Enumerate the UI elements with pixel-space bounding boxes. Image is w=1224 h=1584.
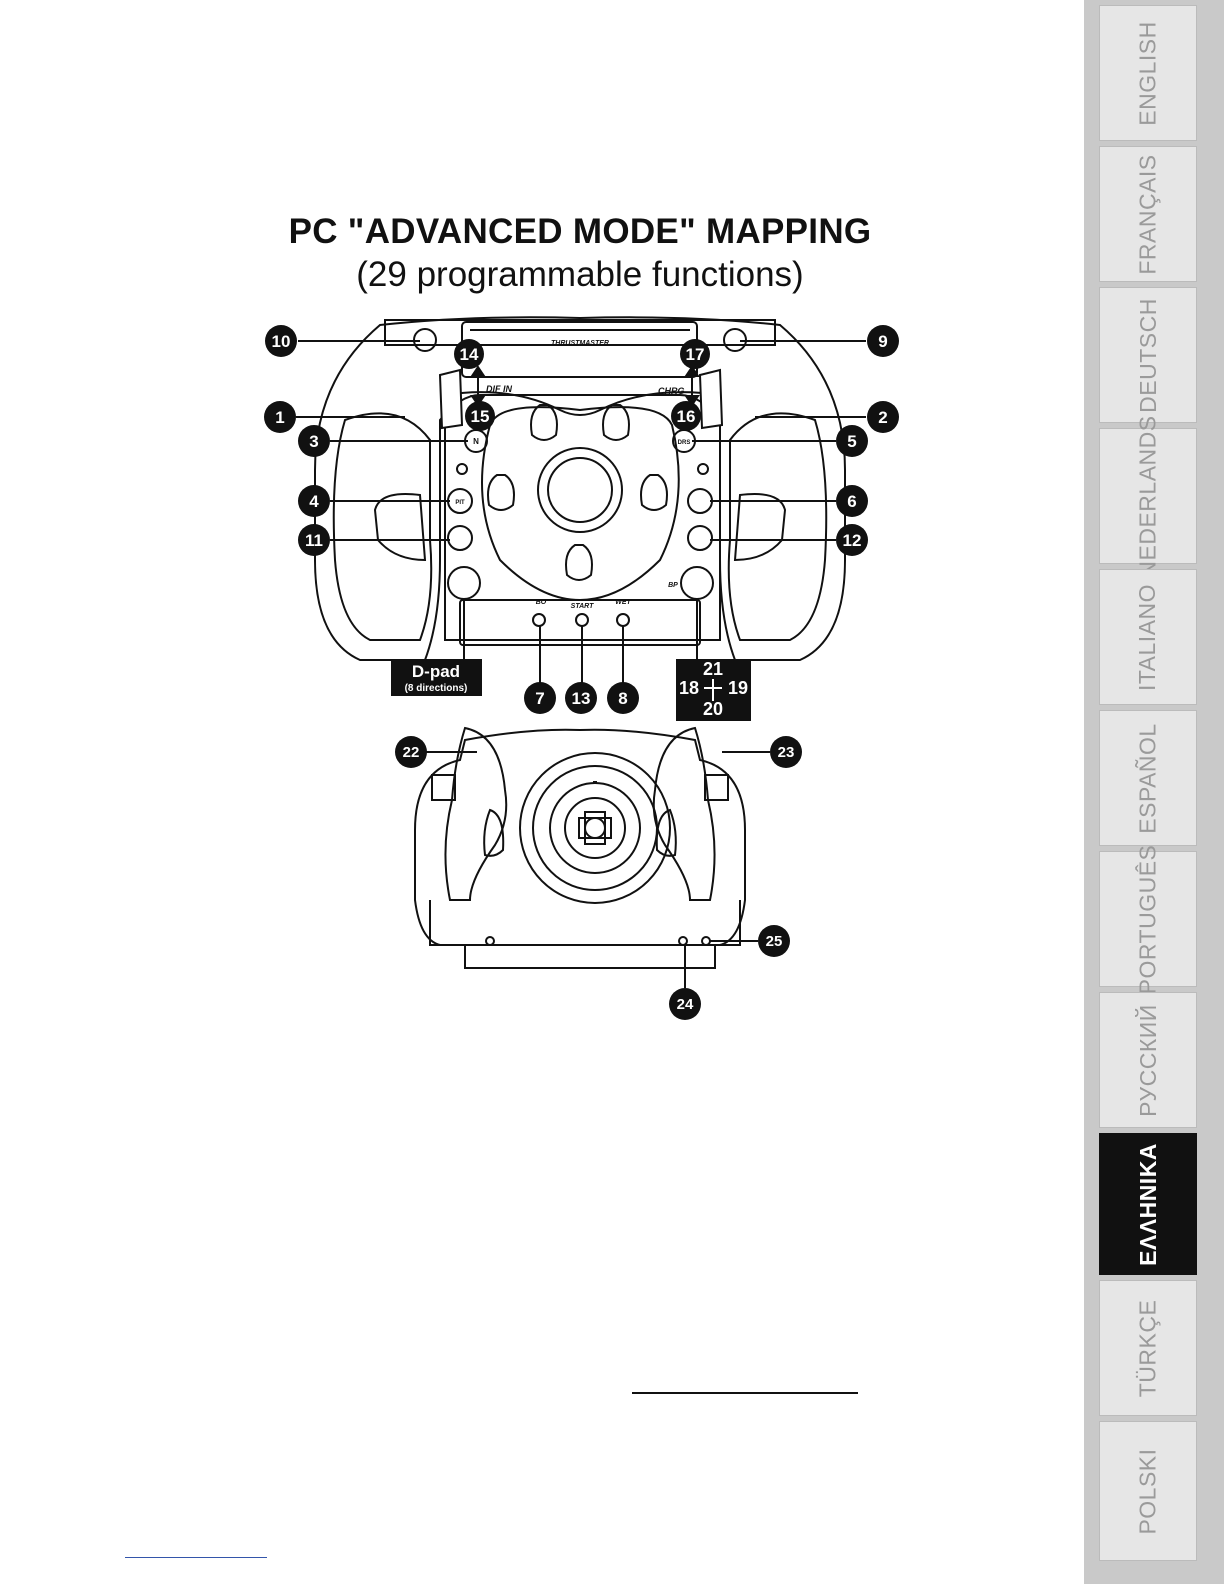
svg-text:25: 25 <box>766 933 783 950</box>
callout-1: 1 <box>264 401 296 433</box>
label-chrg: CHRG <box>658 386 685 396</box>
wheel-rear-view <box>415 728 745 968</box>
svg-text:7: 7 <box>535 689 544 708</box>
lang-tab-italiano[interactable]: ITALIANO <box>1099 569 1197 705</box>
callout-10: 10 <box>265 325 297 357</box>
dpad-title: D-pad <box>412 662 460 681</box>
svg-text:2: 2 <box>878 408 887 427</box>
svg-text:1: 1 <box>275 408 284 427</box>
callout-3: 3 <box>298 425 330 457</box>
callout-11: 11 <box>298 524 330 556</box>
lang-tab-polski[interactable]: POLSKI <box>1099 1421 1197 1561</box>
button-pit-glyph: PIT <box>455 500 465 506</box>
svg-text:9: 9 <box>878 332 887 351</box>
lang-tab-deutsch[interactable]: DEUTSCH <box>1099 287 1197 423</box>
svg-text:16: 16 <box>677 407 696 426</box>
lang-tab-russkiy[interactable]: РУССКИЙ <box>1099 992 1197 1128</box>
callout-14: 14 <box>454 339 484 369</box>
label-bo: BO <box>536 599 547 606</box>
lang-tab-espanol[interactable]: ESPAÑOL <box>1099 710 1197 846</box>
dpad-box: D-pad (8 directions) <box>391 659 482 696</box>
lang-tab-francais[interactable]: FRANÇAIS <box>1099 146 1197 282</box>
svg-text:11: 11 <box>305 531 323 550</box>
callout-13: 13 <box>565 682 597 714</box>
callout-6: 6 <box>836 485 868 517</box>
callout-5: 5 <box>836 425 868 457</box>
callout-15: 15 <box>465 401 495 431</box>
lang-tab-ellinika[interactable]: ΕΛΛΗΝΙΚΑ <box>1099 1133 1197 1275</box>
label-dif-in: DIF IN <box>486 384 512 394</box>
callout-17: 17 <box>680 339 710 369</box>
label-wet: WET <box>615 599 631 606</box>
callout-7: 7 <box>524 682 556 714</box>
svg-text:13: 13 <box>572 689 591 708</box>
lang-tab-turkce[interactable]: TÜRKÇE <box>1099 1280 1197 1416</box>
hat-left: 18 <box>679 678 699 698</box>
svg-text:22: 22 <box>403 744 420 761</box>
svg-text:24: 24 <box>677 996 694 1013</box>
dpad-subtitle: (8 directions) <box>405 683 468 694</box>
callout-9: 9 <box>867 325 899 357</box>
button-drs-glyph: DRS <box>678 440 691 446</box>
svg-text:17: 17 <box>686 345 705 364</box>
lang-tab-english[interactable]: ENGLISH <box>1099 5 1197 141</box>
svg-text:10: 10 <box>272 332 291 351</box>
svg-text:12: 12 <box>843 531 862 550</box>
label-bp: BP <box>668 582 678 589</box>
svg-text:6: 6 <box>847 492 856 511</box>
lang-tab-portugues[interactable]: PORTUGUÊS <box>1099 851 1197 987</box>
hat-box: 21 18 19 20 <box>676 659 751 721</box>
callout-23: 23 <box>770 736 802 768</box>
callout-2: 2 <box>867 401 899 433</box>
svg-text:5: 5 <box>847 432 856 451</box>
svg-text:15: 15 <box>471 407 490 426</box>
hat-right: 19 <box>728 678 748 698</box>
callout-4: 4 <box>298 485 330 517</box>
svg-text:8: 8 <box>618 689 627 708</box>
lang-tab-nederlands[interactable]: NEDERLANDS <box>1099 428 1197 564</box>
button-n-glyph: N <box>473 437 479 446</box>
svg-text:4: 4 <box>309 492 319 511</box>
label-start: START <box>571 603 594 610</box>
callout-12: 12 <box>836 524 868 556</box>
callout-8: 8 <box>607 682 639 714</box>
callout-24: 24 <box>669 988 701 1020</box>
callout-22: 22 <box>395 736 427 768</box>
callouts-rear: 22 23 25 24 <box>395 736 802 1020</box>
footer-rule <box>125 1557 267 1558</box>
hat-up: 21 <box>703 659 723 679</box>
callout-25: 25 <box>758 925 790 957</box>
hat-down: 20 <box>703 699 723 719</box>
svg-text:14: 14 <box>460 345 479 364</box>
svg-text:23: 23 <box>778 744 795 761</box>
callout-16: 16 <box>671 401 701 431</box>
svg-text:3: 3 <box>309 432 318 451</box>
underline-rule <box>632 1392 858 1394</box>
brand-logo-text: THRUSTMASTER <box>551 340 609 347</box>
